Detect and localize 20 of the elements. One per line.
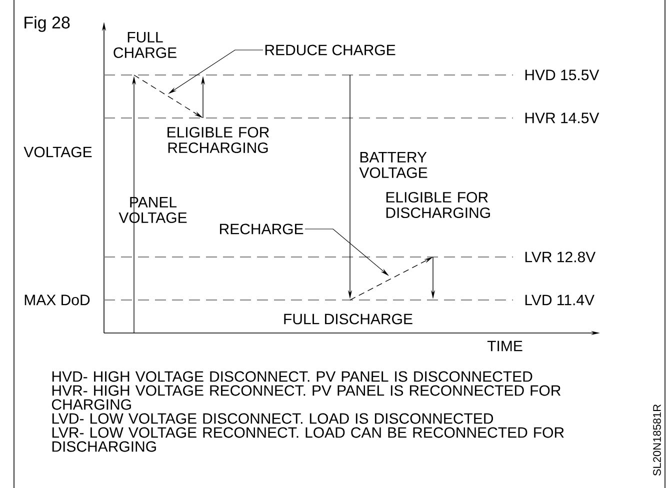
axis-label: FULL CHARGE bbox=[114, 32, 176, 58]
figure-code: SL20N18581R bbox=[653, 404, 661, 476]
level-label: HVR 14.5V bbox=[525, 112, 600, 124]
note-text: HVR- HIGH VOLTAGE RECONNECT. PV PANEL IS RECONNECTED FOR CHARGING bbox=[52, 385, 561, 410]
level-label: HVD 15.5V bbox=[525, 70, 600, 80]
axis-title: TIME bbox=[487, 340, 522, 352]
figure-title: Fig 28 bbox=[24, 16, 70, 32]
level-label: LVD 11.4V bbox=[525, 294, 594, 306]
axis-label: ELIGIBLE FOR RECHARGING bbox=[168, 126, 269, 154]
note-text: LVR- LOW VOLTAGE RECONNECT. LOAD CAN BE RECONNECTED FOR DISCHARGING bbox=[52, 427, 564, 452]
axis-label: FULL DISCHARGE bbox=[284, 314, 412, 324]
axis-label: ELIGIBLE FOR DISCHARGING bbox=[386, 192, 490, 218]
level-label: LVR 12.8V bbox=[525, 252, 596, 262]
axis-label: VOLTAGE bbox=[24, 146, 92, 158]
callout-label: REDUCE CHARGE bbox=[265, 44, 396, 56]
callout-label: RECHARGE bbox=[220, 224, 304, 234]
note-text: LVD- LOW VOLTAGE DISCONNECT. LOAD IS DISCONNECTED bbox=[52, 413, 494, 424]
note-text: HVD- HIGH VOLTAGE DISCONNECT. PV PANEL IS DISCONNECTED bbox=[52, 371, 532, 382]
axis-label: BATTERY VOLTAGE bbox=[359, 152, 428, 178]
axis-label: MAX DoD bbox=[24, 294, 90, 306]
